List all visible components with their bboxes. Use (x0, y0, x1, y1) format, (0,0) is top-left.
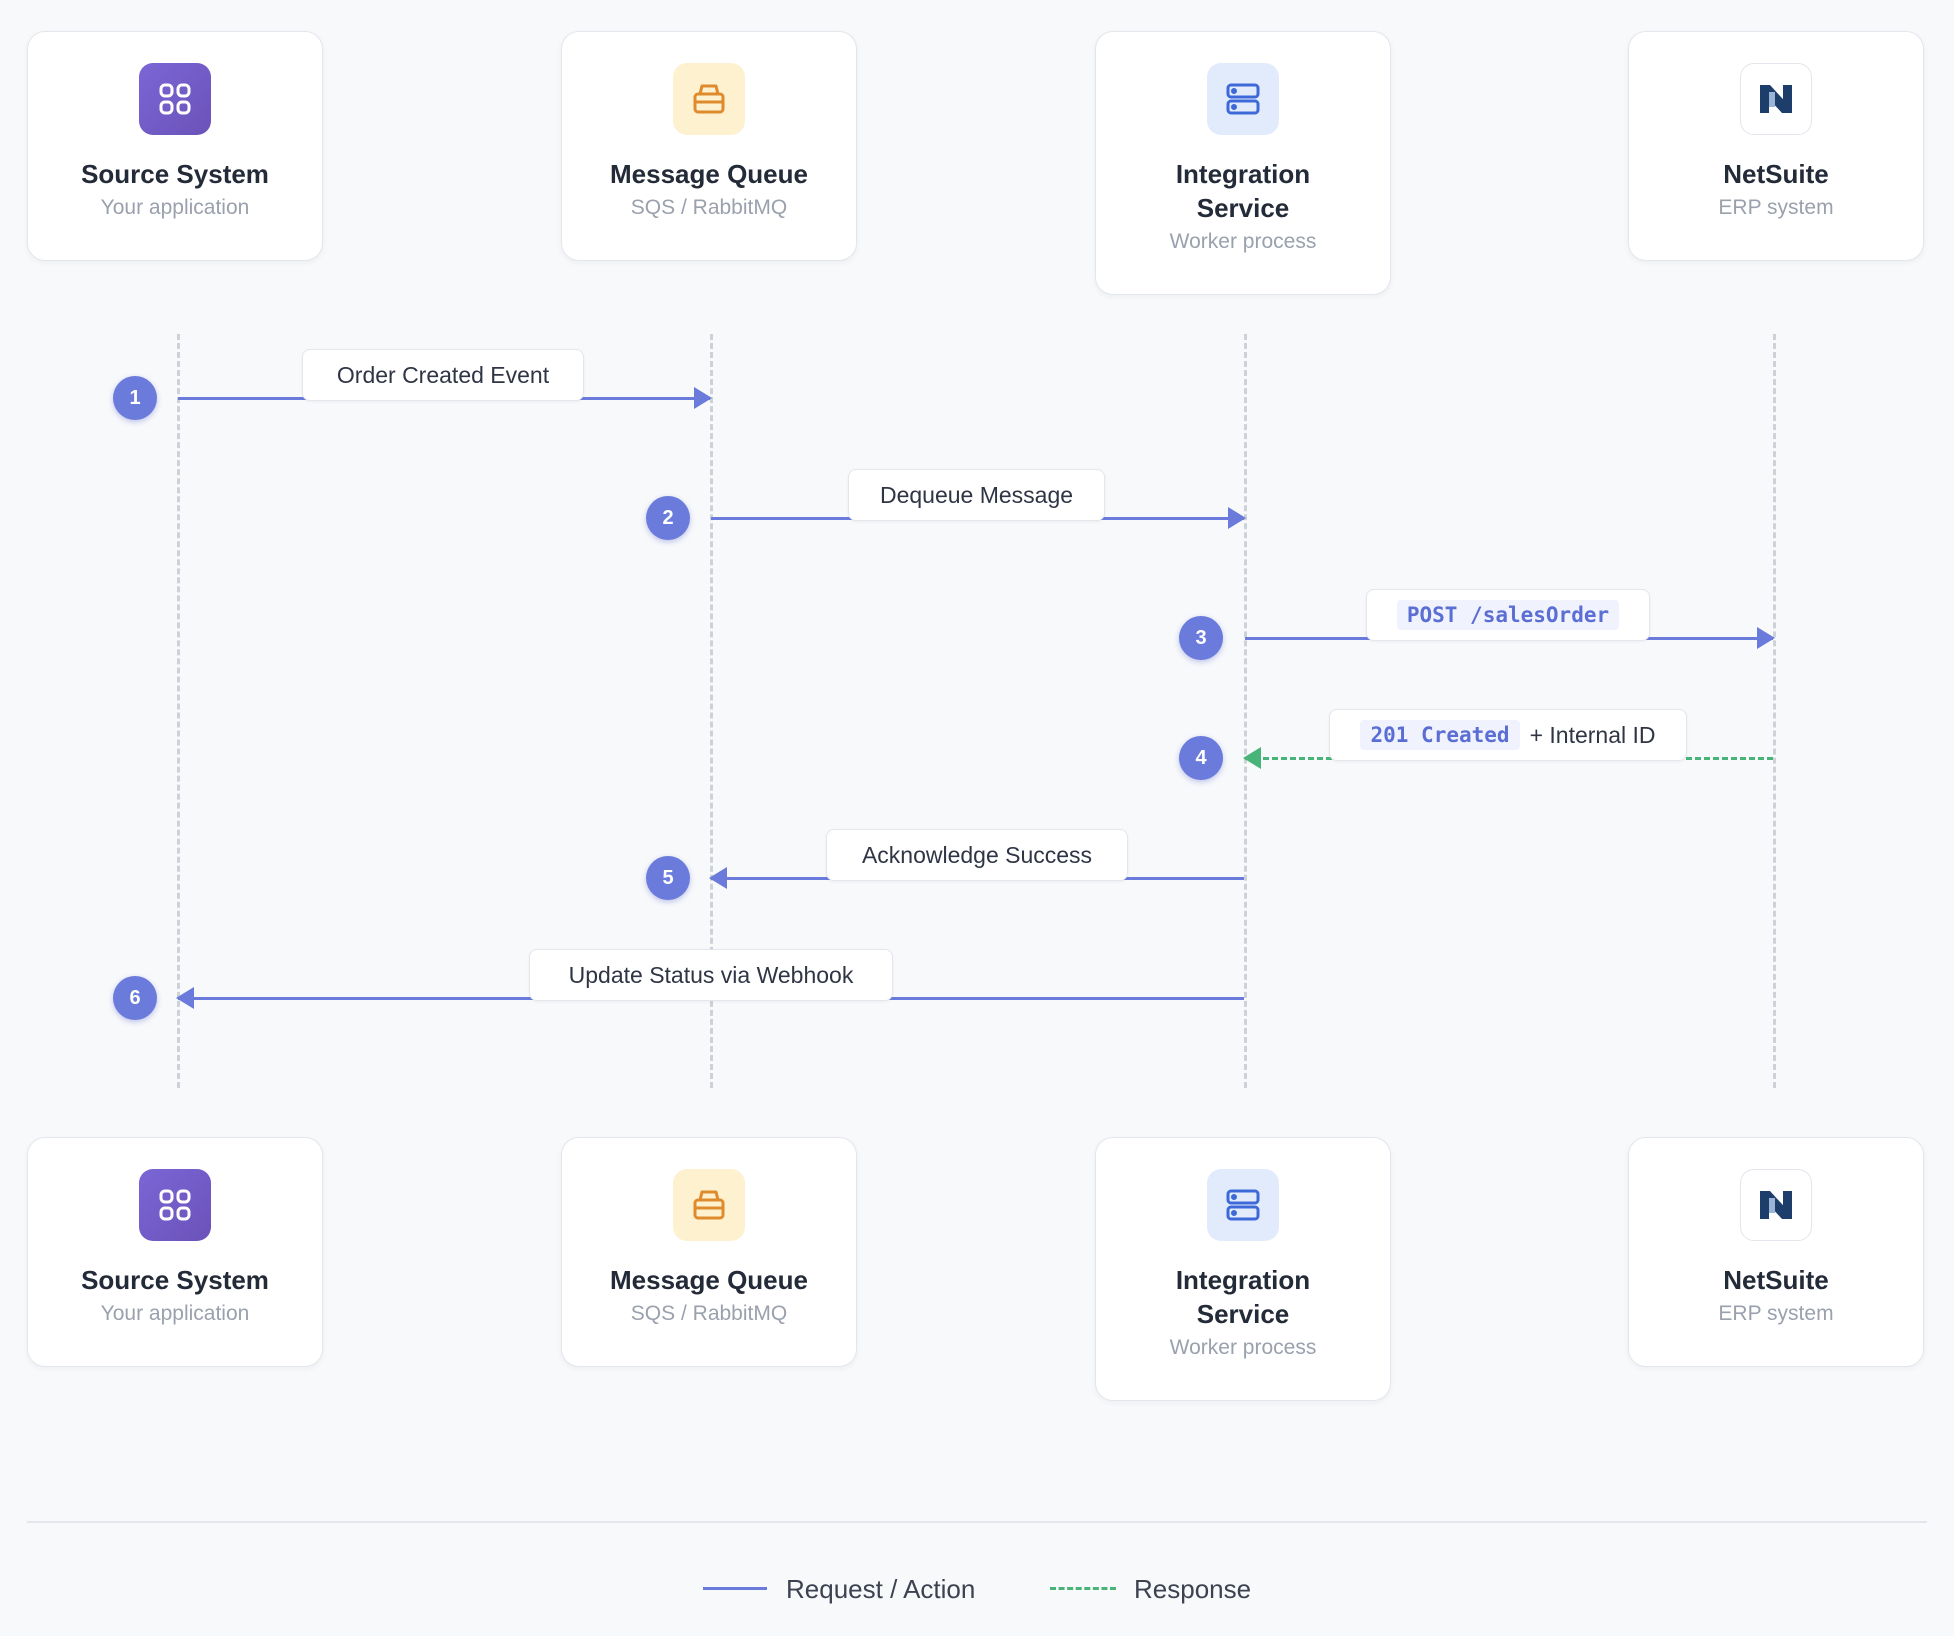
message-text: Order Created Event (336, 361, 550, 388)
arrow-head (709, 867, 727, 889)
message-label-5: Acknowledge Success (826, 829, 1128, 881)
participant-subtitle: Worker process (1169, 1336, 1317, 1359)
lifeline-queue (710, 334, 713, 1088)
message-label-2: Dequeue Message (848, 469, 1105, 521)
arrow-head (1228, 507, 1246, 529)
step-badge-2: 2 (646, 496, 690, 540)
participant-subtitle: ERP system (1718, 1302, 1834, 1325)
message-text: Acknowledge Success (861, 841, 1093, 868)
participant-subtitle: Your application (100, 1302, 250, 1325)
arrow-head (1757, 627, 1775, 649)
message-label-4: 201 Created + Internal ID (1329, 709, 1687, 761)
arrow-head (1243, 747, 1261, 769)
legend-divider (27, 1521, 1927, 1523)
participant-card-source-bottom: Source System Your application (27, 1137, 323, 1367)
step-badge-4: 4 (1179, 736, 1223, 780)
inbox-icon (673, 63, 745, 135)
participant-subtitle: SQS / RabbitMQ (630, 196, 788, 219)
participant-card-source-top: Source System Your application (27, 31, 323, 261)
participant-card-integration-bottom: Integration Service Worker process (1095, 1137, 1391, 1401)
participant-title: Source System (81, 159, 269, 189)
legend-request-line (703, 1587, 767, 1590)
message-label-6: Update Status via Webhook (529, 949, 893, 1001)
arrow-head (176, 987, 194, 1009)
inbox-icon (673, 1169, 745, 1241)
step-badge-1: 1 (113, 376, 157, 420)
lifeline-source (177, 334, 180, 1088)
lifeline-integration (1244, 334, 1247, 1088)
message-code: POST /salesOrder (1396, 600, 1620, 630)
participant-card-integration-top: Integration Service Worker process (1095, 31, 1391, 295)
participant-title: NetSuite (1723, 1265, 1829, 1295)
participant-title: Source System (81, 1265, 269, 1295)
participant-card-netsuite-top: NetSuite ERP system (1628, 31, 1924, 261)
step-badge-3: 3 (1179, 616, 1223, 660)
step-badge-6: 6 (113, 976, 157, 1020)
arrow-head (694, 387, 712, 409)
participant-card-queue-top: Message Queue SQS / RabbitMQ (561, 31, 857, 261)
grid-icon (139, 63, 211, 135)
participant-subtitle: Your application (100, 196, 250, 219)
server-icon (1207, 1169, 1279, 1241)
message-label-1: Order Created Event (302, 349, 584, 401)
participant-title: NetSuite (1723, 159, 1829, 189)
participant-subtitle: ERP system (1718, 196, 1834, 219)
message-text: Dequeue Message (879, 481, 1074, 508)
grid-icon (139, 1169, 211, 1241)
participant-subtitle: Worker process (1169, 230, 1317, 253)
step-badge-5: 5 (646, 856, 690, 900)
participant-title: Message Queue (610, 159, 808, 189)
message-label-3: POST /salesOrder (1366, 589, 1650, 641)
legend-response-line (1050, 1587, 1116, 1590)
netsuite-logo-icon (1740, 1169, 1812, 1241)
legend-request-label: Request / Action (786, 1574, 976, 1604)
participant-card-netsuite-bottom: NetSuite ERP system (1628, 1137, 1924, 1367)
legend-response-label: Response (1134, 1574, 1252, 1604)
participant-title: Integration Service (1175, 159, 1311, 223)
message-text: + Internal ID (1529, 721, 1656, 748)
participant-title: Integration Service (1175, 1265, 1311, 1329)
message-code: 201 Created (1360, 720, 1520, 750)
lifeline-netsuite (1773, 334, 1776, 1088)
participant-subtitle: SQS / RabbitMQ (630, 1302, 788, 1325)
participant-card-queue-bottom: Message Queue SQS / RabbitMQ (561, 1137, 857, 1367)
message-text: Update Status via Webhook (568, 961, 854, 988)
netsuite-logo-icon (1740, 63, 1812, 135)
server-icon (1207, 63, 1279, 135)
participant-title: Message Queue (610, 1265, 808, 1295)
